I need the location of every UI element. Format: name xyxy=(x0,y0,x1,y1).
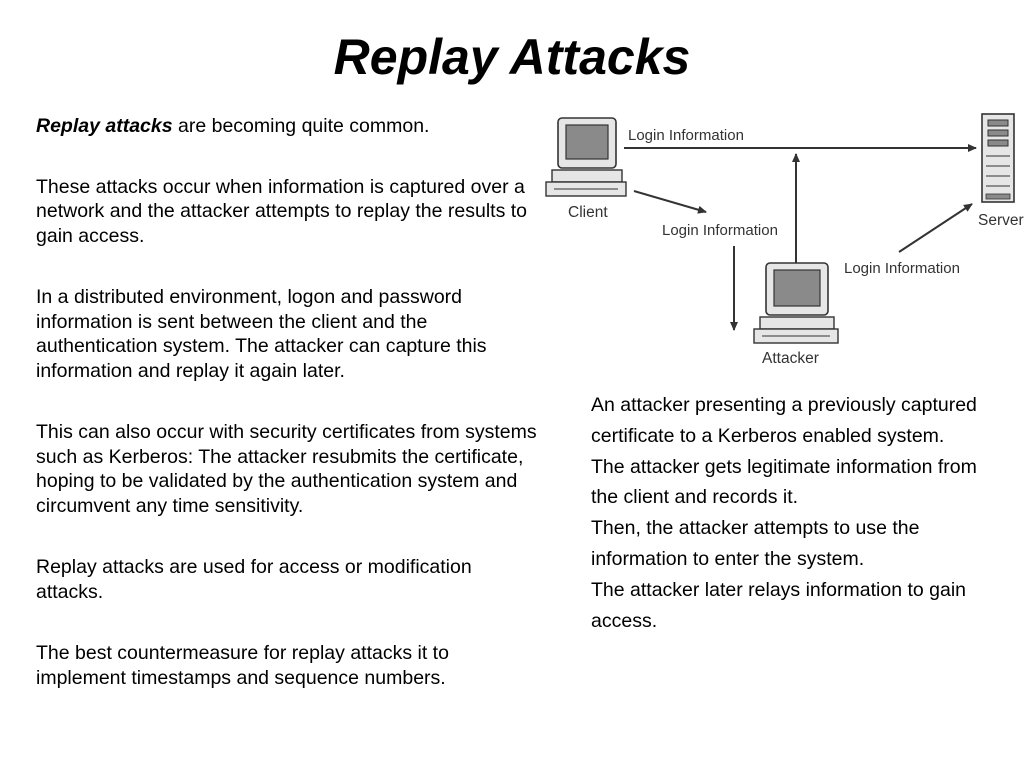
attacker-label: Attacker xyxy=(762,350,819,367)
arrow-mid-label: Login Information xyxy=(662,222,778,239)
paragraph-countermeasure: The best countermeasure for replay attac… xyxy=(36,642,449,689)
left-text-column: Replay attacks are becoming quite common… xyxy=(36,114,541,690)
paragraph-certificates: This can also occur with security certif… xyxy=(36,421,537,517)
server-label: Server xyxy=(978,212,1024,229)
paragraph-usage: Replay attacks are used for access or mo… xyxy=(36,556,472,603)
right-line-1: An attacker presenting a previously capt… xyxy=(591,394,977,447)
intro-lead-term: Replay attacks xyxy=(36,115,173,137)
right-line-3: Then, the attacker attempts to use the i… xyxy=(591,517,920,570)
paragraph-intro: Replay attacks are becoming quite common… xyxy=(36,114,541,139)
paragraph-definition: These attacks occur when information is … xyxy=(36,175,528,247)
attacker-computer-icon xyxy=(753,262,839,344)
replay-attack-diagram: Client Server Attacker Login Information… xyxy=(545,113,1024,367)
attacker-to-server-arrow xyxy=(898,203,973,253)
slide-title: Replay Attacks xyxy=(333,29,691,85)
arrow-right-label: Login Information xyxy=(844,260,960,277)
arrow-top-label: Login Information xyxy=(628,127,744,144)
client-to-capture-arrow xyxy=(633,190,707,214)
server-icon xyxy=(981,113,1015,203)
client-label: Client xyxy=(568,204,608,221)
paragraph-distributed: In a distributed environment, logon and … xyxy=(36,286,487,382)
client-computer-icon xyxy=(545,117,627,197)
right-line-2: The attacker gets legitimate information… xyxy=(591,455,977,509)
right-text-column: An attacker presenting a previously capt… xyxy=(591,390,986,636)
intro-rest: are becoming quite common. xyxy=(172,115,430,137)
right-line-4: The attacker later relays information to… xyxy=(591,578,967,632)
